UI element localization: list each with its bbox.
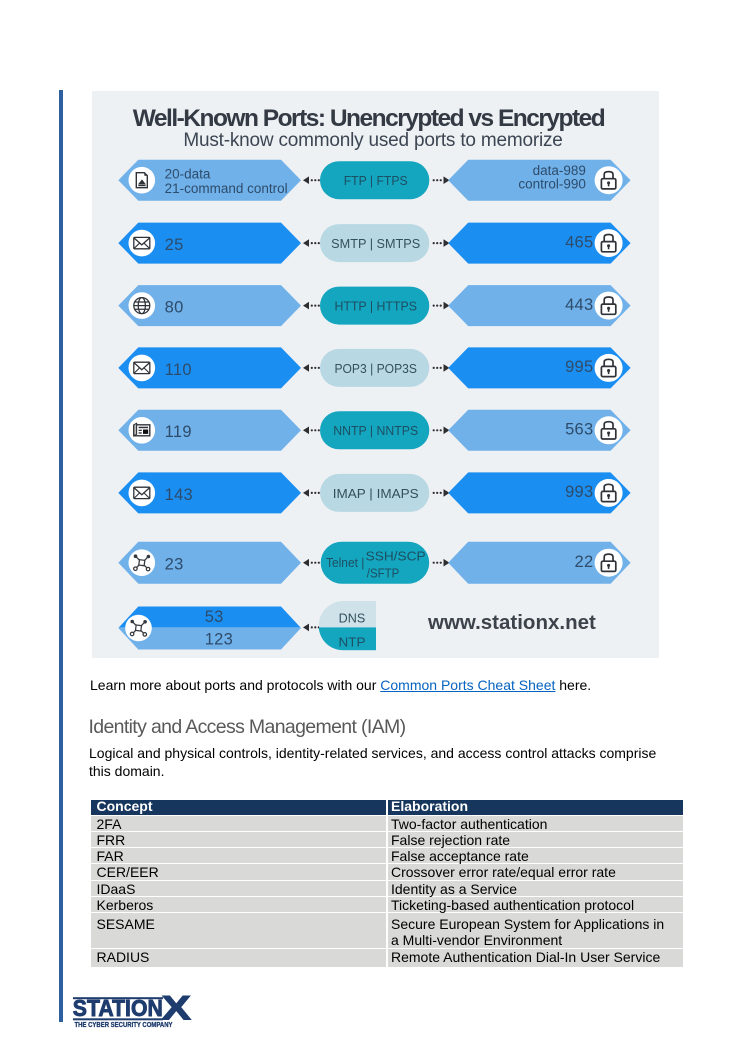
svg-text:995: 995 <box>565 358 593 376</box>
svg-text:110: 110 <box>165 361 192 379</box>
svg-text:SMTP | SMTPS: SMTP | SMTPS <box>331 237 420 251</box>
svg-text:563: 563 <box>565 421 593 439</box>
svg-text:NNTP | NNTPS: NNTP | NNTPS <box>333 424 418 438</box>
svg-text:/SFTP: /SFTP <box>367 566 399 580</box>
svg-text:Telnet |: Telnet | <box>326 556 364 570</box>
svg-text:DNS: DNS <box>339 611 366 625</box>
svg-text:IMAP | IMAPS: IMAP | IMAPS <box>333 487 419 501</box>
svg-text:53: 53 <box>205 608 224 626</box>
svg-text:Well-Known Ports: Unencrypted: Well-Known Ports: Unencrypted vs Encrypt… <box>133 105 605 132</box>
svg-text:465: 465 <box>565 233 593 251</box>
svg-text:control-990: control-990 <box>518 176 586 191</box>
svg-text:SSH/SCP: SSH/SCP <box>366 549 426 563</box>
svg-text:20-data: 20-data <box>165 167 211 182</box>
svg-text:22: 22 <box>575 553 594 571</box>
svg-text:21-command control: 21-command control <box>165 181 288 196</box>
svg-text:143: 143 <box>165 486 193 504</box>
svg-text:STATION: STATION <box>73 995 163 1021</box>
svg-text:HTTP | HTTPS: HTTP | HTTPS <box>334 300 417 314</box>
svg-text:NTP: NTP <box>339 635 366 649</box>
svg-text:25: 25 <box>165 236 184 254</box>
svg-text:993: 993 <box>565 483 593 501</box>
svg-text:443: 443 <box>565 296 593 314</box>
svg-text:Must-know commonly used ports: Must-know commonly used ports to memoriz… <box>183 130 562 151</box>
svg-text:23: 23 <box>165 556 184 574</box>
svg-text:www.stationx.net: www.stationx.net <box>427 611 596 634</box>
svg-text:POP3 | POP3S: POP3 | POP3S <box>334 362 417 376</box>
svg-text:119: 119 <box>165 423 192 441</box>
svg-text:THE CYBER SECURITY COMPANY: THE CYBER SECURITY COMPANY <box>75 1020 173 1029</box>
svg-text:80: 80 <box>165 299 184 317</box>
svg-text:X: X <box>162 989 192 1027</box>
svg-text:123: 123 <box>205 630 233 648</box>
svg-text:FTP | FTPS: FTP | FTPS <box>344 174 408 188</box>
svg-text:data-989: data-989 <box>533 163 586 178</box>
